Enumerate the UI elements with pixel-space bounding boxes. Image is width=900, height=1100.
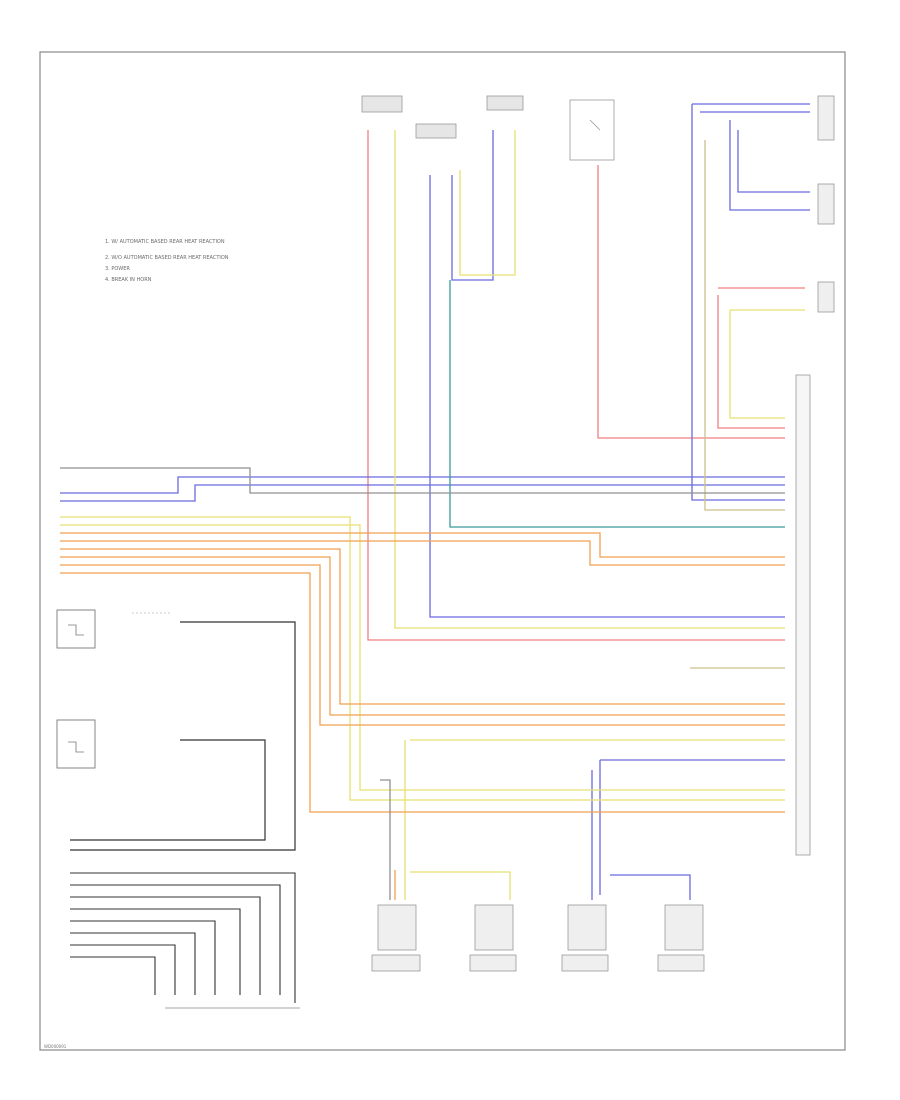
right-rear-window-switch <box>56 609 170 649</box>
rear-control-panel <box>70 872 300 1009</box>
yellow-wires <box>60 130 805 900</box>
footer-code: WD000091 <box>44 1044 67 1049</box>
legend: 1. W/ AUTOMATIC BASED REAR HEAT REACTION… <box>105 239 229 283</box>
main-connector <box>795 374 811 856</box>
orange-wires <box>60 532 785 900</box>
diagram-frame <box>39 51 846 1051</box>
bottom-speakers <box>371 904 705 972</box>
black-wires-left <box>70 621 296 851</box>
top-switch-box <box>569 99 615 161</box>
blue-wires <box>60 103 810 900</box>
left-rear-window-switch <box>56 719 96 769</box>
legend-item-3: 3. POWER <box>105 266 130 272</box>
top-left-connector <box>361 95 524 139</box>
teal-wires <box>449 280 785 528</box>
legend-item-4: 4. BREAK IN HORN <box>105 277 152 283</box>
right-top-speaker <box>817 95 835 313</box>
legend-item-2: 2. W/O AUTOMATIC BASED REAR HEAT REACTIO… <box>105 255 229 261</box>
red-wires <box>367 130 805 641</box>
grey-wires <box>60 467 785 900</box>
legend-item-1: 1. W/ AUTOMATIC BASED REAR HEAT REACTION <box>105 239 225 245</box>
